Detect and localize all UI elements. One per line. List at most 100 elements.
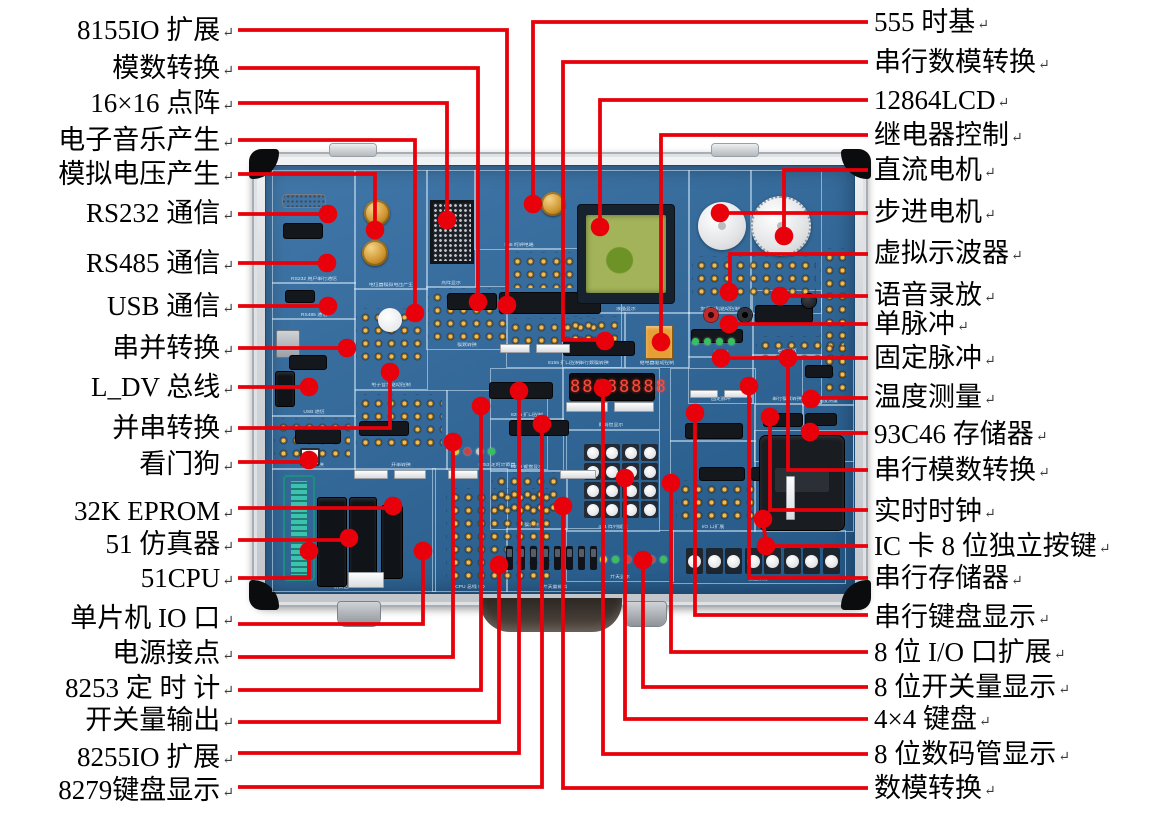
push-key bbox=[803, 548, 821, 574]
callout-label: 32K EPROM↵ bbox=[74, 495, 234, 531]
led bbox=[648, 556, 655, 563]
dip-ic-chip bbox=[806, 366, 832, 377]
callout-label-text: 电源接点 bbox=[112, 638, 221, 668]
callout-label: 直流电机↵ bbox=[874, 154, 996, 190]
callout-label: 串行模数转换↵ bbox=[874, 454, 1050, 490]
dip-ic-chip bbox=[286, 291, 314, 302]
callout-label-text: 串行模数转换 bbox=[874, 455, 1036, 485]
keypad-key bbox=[622, 444, 639, 461]
callout-label: 12864LCD↵ bbox=[874, 84, 1009, 120]
board-section-label: 温度测量 bbox=[818, 398, 838, 404]
lcd-screen bbox=[586, 215, 666, 293]
led bbox=[660, 556, 667, 563]
zif-socket bbox=[284, 476, 314, 580]
board-section-label: 串行数模转换 bbox=[579, 360, 609, 366]
callout-label-text: USB 通信 bbox=[106, 291, 221, 321]
keypad-key bbox=[622, 501, 639, 518]
return-mark: ↵ bbox=[222, 64, 234, 79]
dip-ic-chip bbox=[360, 422, 408, 435]
callout-label-text: 单片机 IO 口 bbox=[70, 603, 221, 633]
board-section-label: 模数转换 bbox=[457, 342, 477, 348]
ic-card-slot bbox=[775, 467, 829, 493]
dip-ic-chip bbox=[490, 383, 552, 398]
case-handle bbox=[480, 598, 622, 632]
callout-label-text: 模拟电压产生 bbox=[58, 159, 221, 189]
return-mark: ↵ bbox=[222, 26, 234, 41]
callout-label: 数模转换↵ bbox=[874, 772, 996, 808]
return-mark: ↵ bbox=[957, 320, 969, 335]
board-section-label: 开关显示 bbox=[610, 574, 630, 580]
return-mark: ↵ bbox=[1058, 750, 1070, 765]
board-section-label: 电子音乐驱动控制 bbox=[371, 382, 411, 388]
return-mark: ↵ bbox=[1038, 58, 1050, 73]
wire-connector bbox=[348, 572, 384, 588]
led-row bbox=[452, 448, 495, 455]
return-mark: ↵ bbox=[222, 649, 234, 664]
case-hinge-left bbox=[330, 144, 376, 156]
microphone bbox=[802, 294, 816, 308]
callout-label: 93C46 存储器↵ bbox=[874, 418, 1048, 454]
callout-label: 16×16 点阵↵ bbox=[90, 87, 234, 123]
led bbox=[476, 448, 483, 455]
callout-label: 串行存储器↵ bbox=[874, 562, 1023, 598]
wire-connector bbox=[354, 470, 388, 479]
callout-label-text: 串行键盘显示 bbox=[874, 602, 1036, 632]
callout-label: 单脉冲↵ bbox=[874, 308, 969, 344]
toggle-switch bbox=[590, 546, 597, 570]
led-row bbox=[600, 556, 667, 563]
callout-label-text: 单脉冲 bbox=[874, 309, 955, 339]
callout-label-text: 8 位开关量显示 bbox=[874, 672, 1057, 702]
return-mark: ↵ bbox=[222, 99, 234, 114]
callout-label-text: 实时时钟 bbox=[874, 496, 982, 526]
return-mark: ↵ bbox=[222, 424, 234, 439]
return-mark: ↵ bbox=[222, 507, 234, 522]
callout-label-text: 8 位 I/O 口扩展 bbox=[874, 637, 1052, 667]
wire-connector bbox=[724, 390, 752, 398]
callout-label-text: 8 位数码管显示 bbox=[874, 739, 1057, 769]
return-mark: ↵ bbox=[984, 784, 996, 799]
case-foot-left bbox=[338, 602, 380, 626]
return-mark: ↵ bbox=[222, 540, 234, 555]
callout-label-text: 12864LCD bbox=[874, 85, 996, 115]
return-mark: ↵ bbox=[1038, 466, 1050, 481]
board-section-label: 数码管显示 bbox=[598, 422, 624, 428]
return-mark: ↵ bbox=[222, 136, 234, 151]
wire-connector bbox=[786, 476, 795, 520]
callout-label-text: 并串转换 bbox=[112, 413, 221, 443]
callout-label-text: 8155IO 扩展 bbox=[77, 15, 221, 45]
banana-jack-grid bbox=[492, 472, 562, 516]
toggle-switch bbox=[518, 546, 525, 570]
callout-label: 8255IO 扩展↵ bbox=[77, 741, 234, 777]
callout-label: 继电器控制↵ bbox=[874, 119, 1023, 155]
callout-label: 语音录放↵ bbox=[874, 279, 996, 315]
board-section-label: 8255 扩口控制 bbox=[510, 412, 543, 418]
potentiometer-knob bbox=[541, 192, 565, 216]
callout-label: RS485 通信↵ bbox=[86, 247, 234, 283]
wire-connector bbox=[448, 470, 478, 479]
keypad-key bbox=[641, 501, 658, 518]
callout-label-text: 串并转换 bbox=[112, 333, 221, 363]
callout-label: 555 时基↵ bbox=[874, 6, 989, 42]
callout-label-text: 4×4 键盘 bbox=[874, 704, 977, 734]
keypad-key bbox=[641, 444, 658, 461]
keypad-key bbox=[603, 482, 620, 499]
board-section-label: 开关量输出 bbox=[542, 584, 568, 590]
wire-connector bbox=[536, 344, 570, 353]
callout-label-text: 8253 定 时 计 bbox=[65, 673, 221, 703]
return-mark: ↵ bbox=[222, 684, 234, 699]
callout-label-text: 51CPU bbox=[140, 563, 221, 593]
dip-ic-chip-large bbox=[276, 372, 294, 406]
led bbox=[636, 556, 643, 563]
push-key bbox=[783, 548, 801, 574]
return-mark: ↵ bbox=[1058, 683, 1070, 698]
callout-label-text: 数模转换 bbox=[874, 773, 982, 803]
callout-label-text: L_DV 总线 bbox=[91, 372, 221, 402]
dip-ic-chip bbox=[764, 414, 802, 426]
push-key bbox=[764, 548, 782, 574]
led bbox=[692, 338, 699, 345]
return-mark: ↵ bbox=[984, 208, 996, 223]
dip-ic-chip bbox=[284, 224, 322, 238]
return-mark: ↵ bbox=[222, 302, 234, 317]
callout-label: 实时时钟↵ bbox=[874, 495, 996, 531]
banana-jack-red bbox=[704, 308, 718, 322]
